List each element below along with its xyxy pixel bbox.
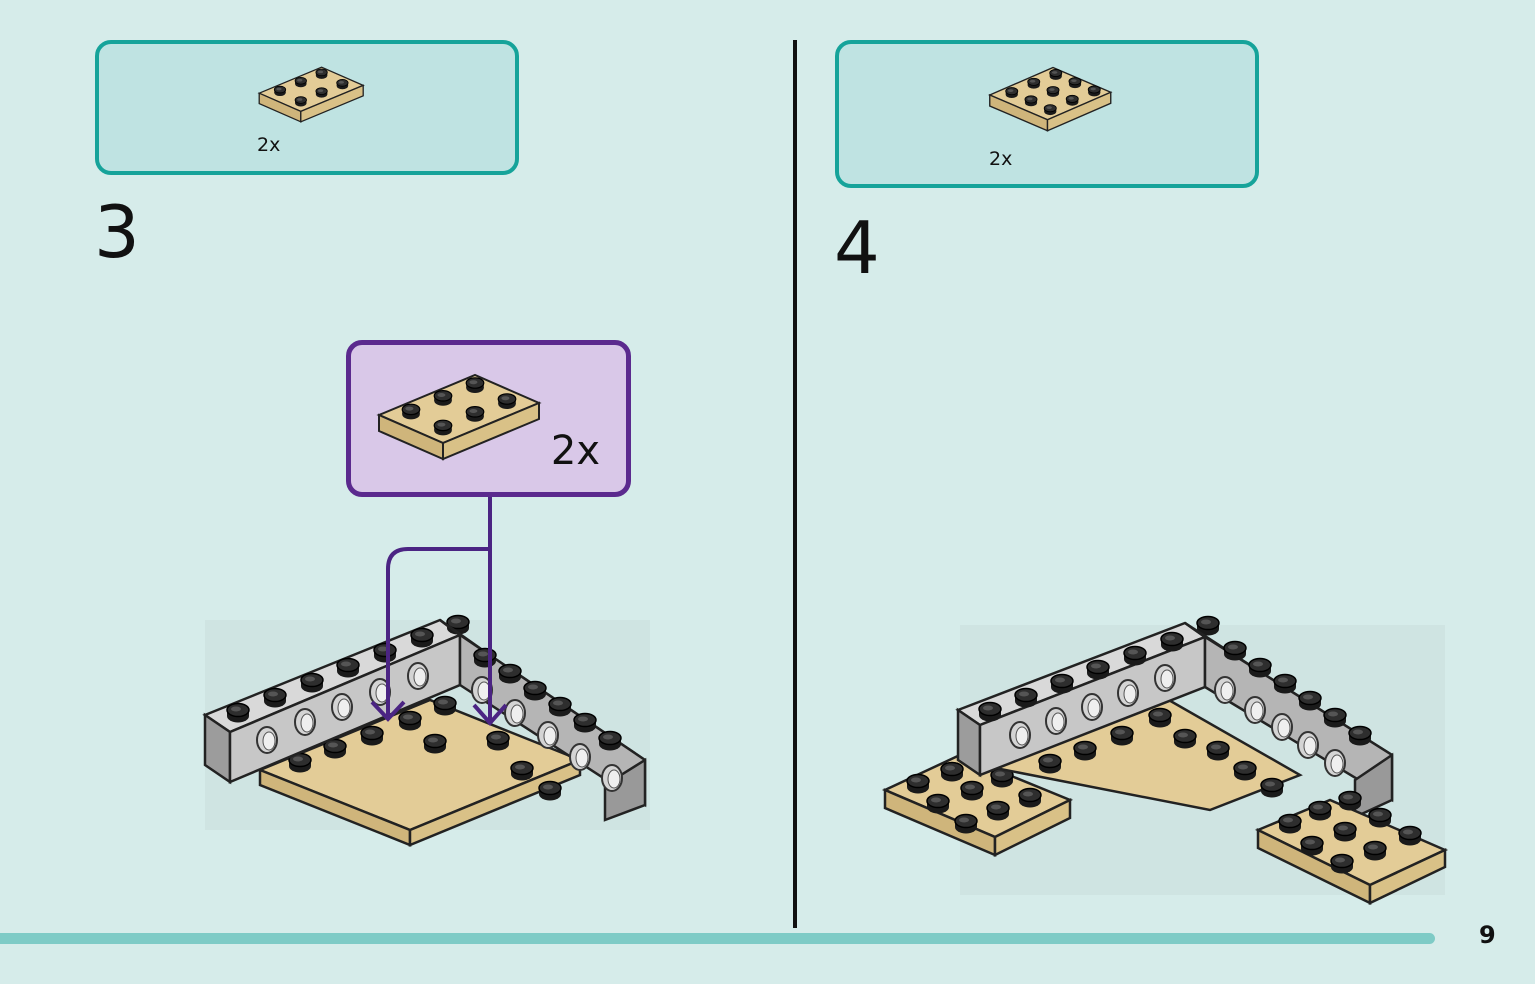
step4-parts-box: 2x [835, 40, 1259, 188]
tan-plate-2x3-icon [376, 373, 542, 461]
step3-parts-box: 2x [95, 40, 519, 175]
step4-model-illustration [881, 615, 1449, 906]
step4-parts-quantity: 2x [989, 148, 1013, 170]
tan-plate-3x3-icon [988, 66, 1113, 132]
tan-plate-2x3-icon [257, 66, 365, 123]
arrow-down-icon [370, 497, 508, 727]
step3-parts-quantity: 2x [257, 134, 281, 156]
page-number: 9 [1479, 921, 1496, 949]
step3-callout-quantity: 2x [550, 428, 600, 474]
step-4-number: 4 [834, 206, 880, 290]
step3-model-illustration [202, 614, 650, 847]
bottom-bar [0, 933, 1435, 944]
step-3-number: 3 [94, 190, 140, 274]
step3-callout-box: 2x [346, 340, 631, 497]
page-divider [793, 40, 797, 928]
